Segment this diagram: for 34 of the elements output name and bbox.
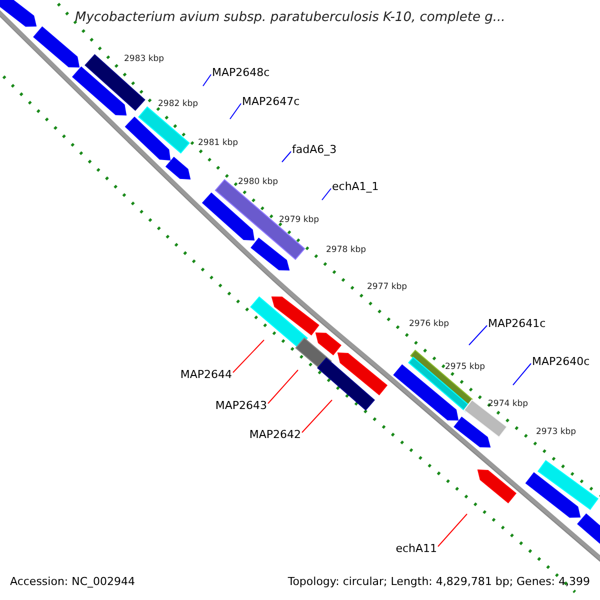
footer-text: Accession: NC_002944 [10, 575, 136, 588]
scale-label: 2982 kbp [158, 99, 198, 109]
scale-label: 2975 kbp [445, 362, 486, 372]
leader-line [230, 103, 242, 120]
gene-label: MAP2643 [215, 399, 267, 412]
scale-label: 2980 kbp [238, 177, 278, 187]
scale-label: 2973 kbp [536, 427, 576, 437]
scale-label: 2981 kbp [198, 138, 238, 148]
scale-label: 2983 kbp [124, 54, 164, 64]
gene-label: MAP2640c [532, 355, 590, 368]
gene-label: fadA6_3 [292, 143, 337, 156]
scale-label: 2974 kbp [488, 399, 528, 409]
gene-label: MAP2647c [242, 95, 300, 108]
gene-label: MAP2641c [488, 317, 546, 330]
gene-label: MAP2648c [212, 66, 270, 79]
gene-label: echA11 [396, 542, 437, 555]
scale-label: 2979 kbp [279, 215, 320, 225]
leader-line [202, 74, 212, 86]
scale-label: 2978 kbp [326, 245, 366, 255]
footer-text: Topology: circular; Length: 4,829,781 bp; Genes: 4,399 [288, 575, 590, 588]
scale-label: 2976 kbp [409, 319, 450, 329]
leader-line [232, 340, 264, 373]
leader-line [282, 151, 292, 162]
leader-line [512, 363, 532, 386]
gene-label: MAP2642 [249, 428, 301, 441]
gene-label: MAP2644 [180, 368, 232, 381]
gene-label: echA1_1 [332, 180, 379, 193]
leader-line [268, 370, 298, 404]
scale-label: 2977 kbp [367, 282, 408, 292]
leader-line [322, 188, 332, 200]
leader-line [302, 400, 332, 433]
map-title: Mycobacterium avium subsp. paratuberculosis K-10, complete g... [75, 10, 506, 25]
leader-line [438, 514, 468, 547]
leader-line [468, 325, 488, 346]
